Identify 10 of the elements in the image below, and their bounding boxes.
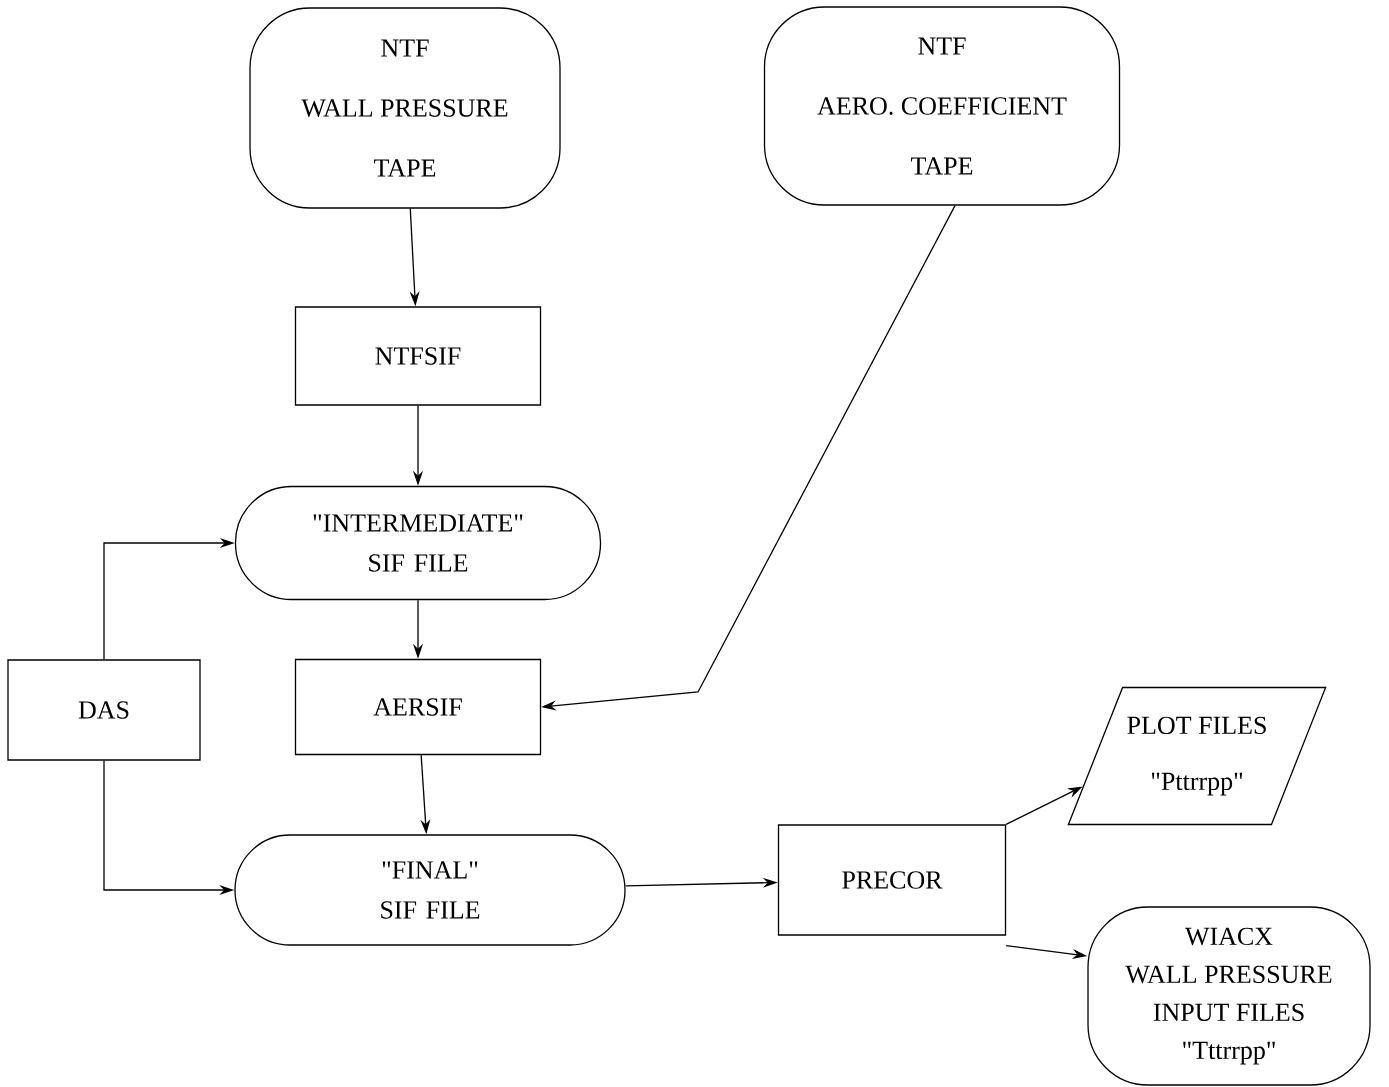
output-parallelogram: PLOT FILES "Pttrrpp" xyxy=(1067,686,1327,826)
process-box: NTFSIF xyxy=(294,306,542,406)
terminal-box: NTF WALL PRESSURE TAPE xyxy=(249,7,561,209)
file-box: "FINAL" SIF FILE xyxy=(234,834,626,946)
process-box: PRECOR xyxy=(777,824,1007,936)
process-box: DAS xyxy=(7,659,201,761)
process-box: AERSIF xyxy=(294,658,542,756)
terminal-box: WIACX WALL PRESSURE INPUT FILES "Tttrrpp" xyxy=(1087,906,1371,1086)
terminal-box: NTF AERO. COEFFICIENT TAPE xyxy=(763,6,1121,206)
file-box: "INTERMEDIATE" SIF FILE xyxy=(234,485,602,601)
